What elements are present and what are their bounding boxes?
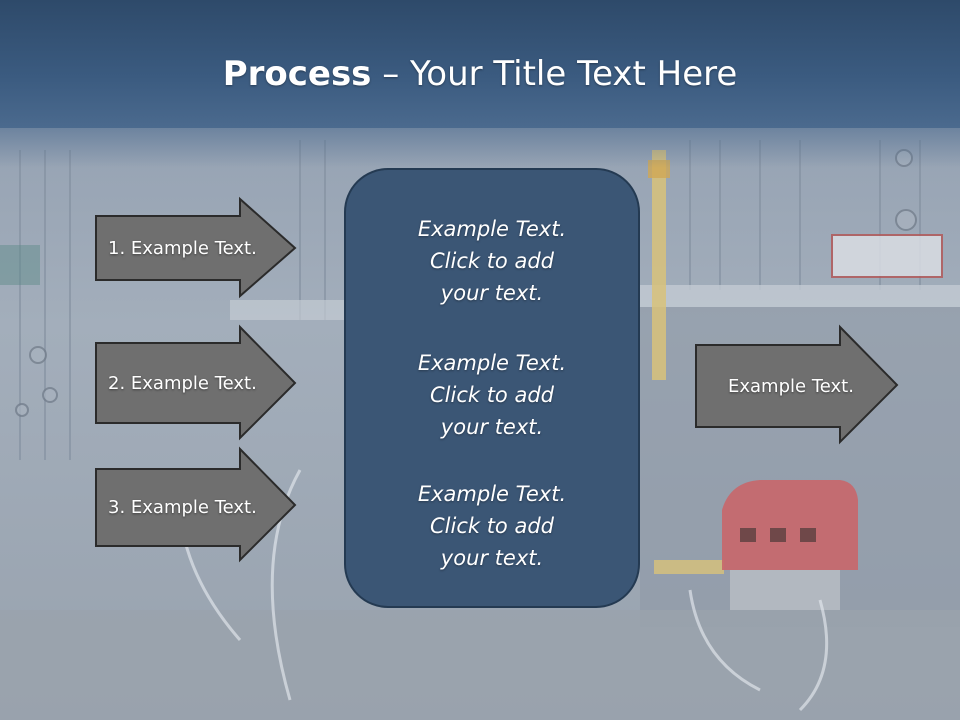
center-block-2-line-3: your text. [440,415,544,439]
right-arrow[interactable]: Example Text. [695,324,899,445]
center-block-3-line-3: your text. [440,546,544,570]
center-block-1-line-3: your text. [440,281,544,305]
center-block-3[interactable]: Example Text. Click to add your text. [344,478,640,574]
arrow-shape [95,196,297,299]
arrow-shape [95,324,297,441]
arrow-shape [695,324,899,445]
left-arrow-1[interactable]: 1. Example Text. [95,196,297,299]
left-arrow-3[interactable]: 3. Example Text. [95,446,297,563]
left-arrow-2-label: 2. Example Text. [108,372,257,394]
center-block-1-line-1: Example Text. [417,217,567,241]
left-arrow-3-label: 3. Example Text. [108,497,257,518]
right-arrow-label: Example Text. [728,375,854,397]
title-bar [0,0,960,128]
title-bold-text: Process [222,54,372,94]
center-text-box[interactable] [344,168,640,608]
title-rest-text: – Your Title Text Here [371,54,738,94]
center-block-1[interactable]: Example Text. Click to add your text. [344,213,640,309]
slide-title[interactable]: Process – Your Title Text Here [0,52,960,96]
arrow-shape [95,446,297,563]
center-block-2-line-2: Click to add [429,383,554,407]
center-block-1-line-2: Click to add [429,249,554,273]
left-arrow-1-label: 1. Example Text. [108,237,257,259]
center-block-2-line-1: Example Text. [417,351,567,375]
left-arrow-2[interactable]: 2. Example Text. [95,324,297,441]
title-bar-fade [0,128,960,168]
center-block-3-line-1: Example Text. [417,482,567,506]
center-block-3-line-2: Click to add [429,514,554,538]
center-block-2[interactable]: Example Text. Click to add your text. [344,347,640,443]
